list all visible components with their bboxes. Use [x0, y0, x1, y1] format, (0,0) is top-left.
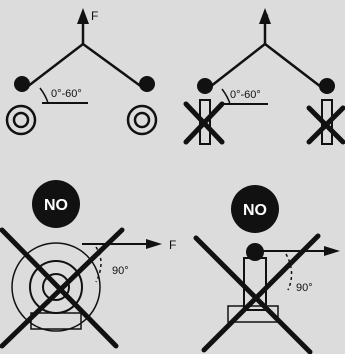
angle-label: 0°-60° [230, 89, 261, 101]
panel-top-right: F 0°-60° [183, 8, 345, 145]
no-badge-text: NO [44, 197, 68, 214]
sling [205, 42, 326, 91]
shackle-ball-right [319, 78, 335, 94]
force-arrowhead [259, 8, 271, 24]
shackle-ball-left [197, 78, 213, 94]
eye-bolt-right [126, 104, 158, 136]
sling [22, 42, 147, 92]
cross-mark-right [306, 105, 345, 145]
panel-top-left: F 0°-60° [5, 8, 158, 136]
panel-bottom-right: NO 90° [193, 185, 340, 354]
no-badge-text: NO [243, 202, 267, 219]
angle-label: 90° [112, 265, 129, 277]
angle-label: 90° [296, 282, 313, 294]
cross-mark [0, 227, 125, 349]
angle-arc-dashed [285, 253, 293, 291]
force-label: F [169, 238, 176, 252]
force-arrowhead [146, 239, 162, 249]
shackle-ball-right [139, 76, 155, 92]
cross-mark [193, 233, 321, 354]
force-arrowhead [77, 8, 89, 24]
shackle-ball-left [14, 76, 30, 92]
angle-label: 0°-60° [51, 88, 82, 100]
force-label: F [91, 9, 98, 23]
shackle-ball [246, 243, 264, 261]
panel-bottom-left: NO F 90° [0, 180, 176, 349]
angle-arc [221, 88, 231, 105]
no-badge [32, 180, 80, 228]
eye-bolt-outer-ring [11, 242, 101, 332]
force-label: F [262, 13, 269, 25]
eye-bolt-hole [42, 273, 70, 301]
cross-mark-left [183, 101, 225, 145]
eye-bolt-left [5, 104, 37, 136]
force-arrowhead [324, 246, 340, 256]
angle-arc-dashed [95, 246, 102, 283]
no-badge [231, 185, 279, 233]
angle-arc [39, 87, 49, 104]
eye-bolt-base [227, 305, 279, 323]
